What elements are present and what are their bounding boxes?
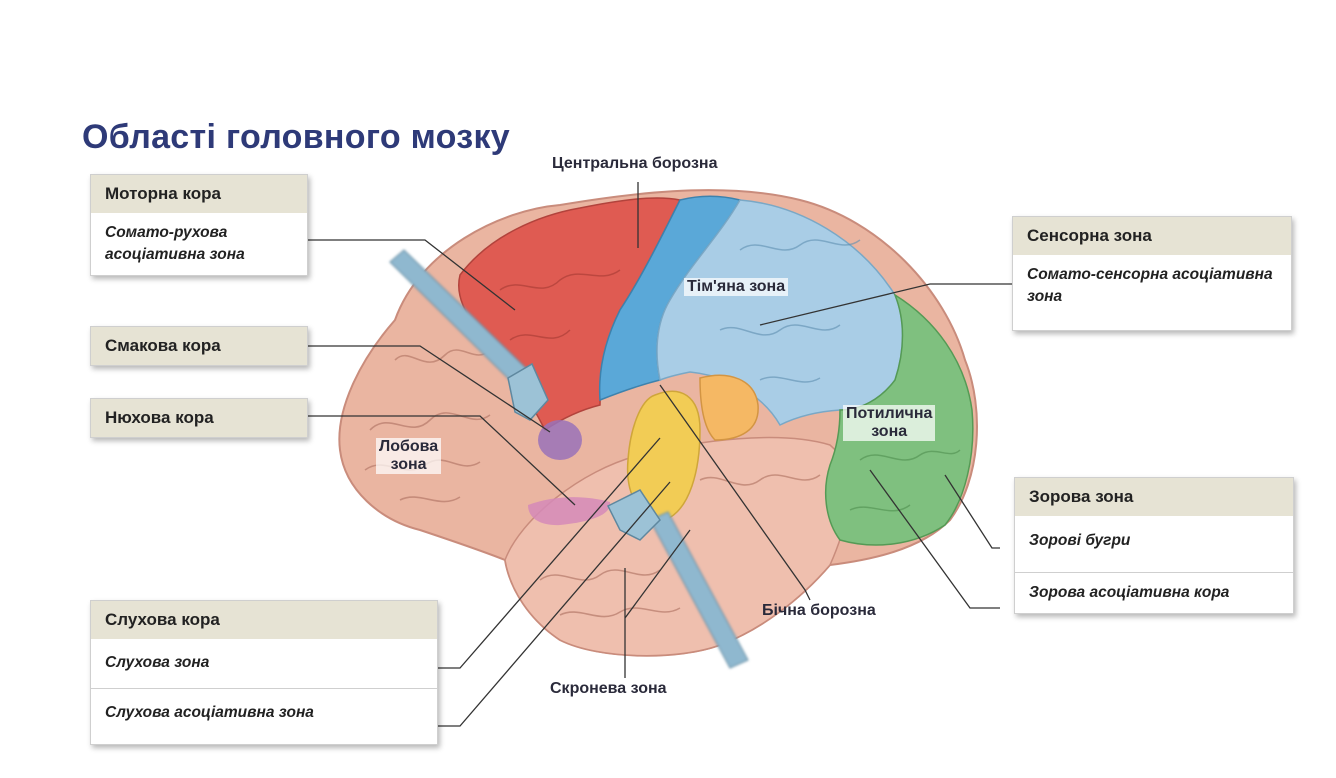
occipital-region-line-1: Потилична: [846, 405, 933, 422]
leader-auditory-2: [436, 481, 671, 727]
leader-smell: [306, 415, 576, 506]
frontal-region-line-1: Лобова: [379, 438, 439, 455]
leader-visual-1: [944, 474, 1000, 549]
parietal-region-label: Тім'яна зона: [684, 278, 789, 296]
motor-cortex-box: Моторна кора Сомато-рухова асоціативна з…: [90, 174, 308, 276]
occipital-region-label: Потилична зона: [843, 405, 936, 441]
taste-area-shape: [538, 420, 582, 460]
sensory-zone-item: Сомато-сенсорна асоціативна зона: [1027, 266, 1273, 305]
leader-auditory-1: [436, 437, 661, 669]
auditory-cortex-item-1: Слухова зона: [105, 654, 210, 671]
auditory-cortex-header: Слухова кора: [91, 601, 437, 639]
frontal-region-label: Лобова зона: [376, 438, 442, 474]
central-sulcus-label: Центральна борозна: [552, 155, 718, 172]
visual-zone-item-1: Зорові бугри: [1029, 532, 1131, 549]
sensory-zone-box: Сенсорна зона Сомато-сенсорна асоціативн…: [1012, 216, 1292, 331]
gyri-texture-parietal: [719, 239, 861, 383]
auditory-assoc-shape: [699, 374, 759, 441]
visual-zone-header: Зорова зона: [1015, 478, 1293, 516]
visual-zone-item-2: Зорова асоціативна кора: [1015, 572, 1293, 613]
leader-taste: [306, 345, 551, 433]
occipital-region-line-2: зона: [871, 423, 908, 440]
sensory-zone-header: Сенсорна зона: [1013, 217, 1291, 255]
leader-temporal-2: [624, 529, 691, 619]
leader-lines: [306, 182, 1012, 727]
gyri-texture: [364, 349, 821, 618]
visual-zone-box: Зорова зона Зорові бугри Зорова асоціати…: [1014, 477, 1294, 614]
lateral-sulcus-label: Бічна борозна: [762, 602, 876, 619]
gyri-texture-motor: [499, 269, 621, 341]
leader-motor: [306, 239, 516, 311]
page-title: Області головного мозку: [82, 118, 510, 156]
probe-upper-tip: [507, 362, 549, 421]
taste-cortex-header: Смакова кора: [91, 327, 307, 365]
temporal-zone-label: Скронева зона: [550, 680, 667, 697]
gyri-texture-occipital: [849, 449, 961, 512]
auditory-cortex-item-2: Слухова асоціативна зона: [91, 688, 437, 744]
motor-cortex-header: Моторна кора: [91, 175, 307, 213]
motor-cortex-item: Сомато-рухова асоціативна зона: [105, 224, 245, 263]
leader-visual-2: [869, 469, 1000, 609]
taste-cortex-box: Смакова кора: [90, 326, 308, 366]
smell-cortex-header: Нюхова кора: [91, 399, 307, 437]
leader-sensory: [759, 283, 1012, 326]
auditory-cortex-box: Слухова кора Слухова зона Слухова асоціа…: [90, 600, 438, 745]
leader-lateral: [659, 384, 811, 601]
frontal-region-line-2: зона: [390, 456, 427, 473]
probe-lower-tip: [606, 489, 661, 541]
smell-cortex-box: Нюхова кора: [90, 398, 308, 438]
